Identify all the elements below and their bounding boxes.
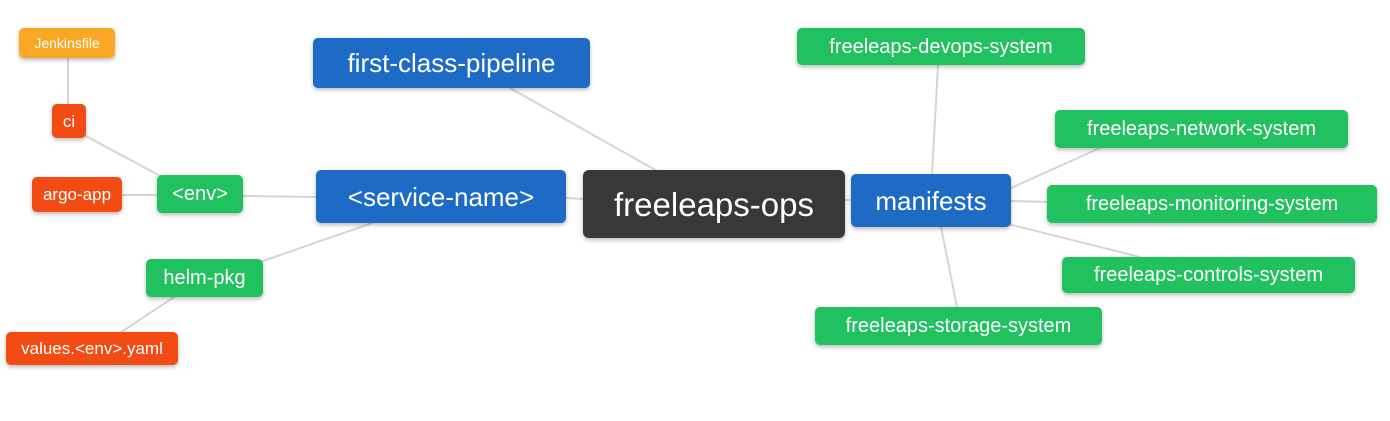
- node-ci[interactable]: ci: [52, 104, 86, 138]
- edge-manifests-to-freeleaps-monitoring-system: [1010, 200, 1049, 203]
- node-jenkinsfile[interactable]: Jenkinsfile: [19, 28, 115, 58]
- node-values-env-yaml[interactable]: values.<env>.yaml: [6, 332, 178, 365]
- node-freeleaps-ops[interactable]: freeleaps-ops: [583, 170, 845, 238]
- node-freeleaps-network-system[interactable]: freeleaps-network-system: [1055, 110, 1348, 148]
- edge-service-name-to-freeleaps-ops: [565, 197, 585, 200]
- node-freeleaps-devops-system[interactable]: freeleaps-devops-system: [797, 28, 1085, 65]
- edge-manifests-to-freeleaps-storage-system: [940, 226, 958, 308]
- node-freeleaps-storage-system[interactable]: freeleaps-storage-system: [815, 307, 1102, 345]
- edge-manifests-to-freeleaps-network-system: [1010, 147, 1101, 189]
- node-freeleaps-monitoring-system[interactable]: freeleaps-monitoring-system: [1047, 185, 1377, 223]
- edge-env-to-service-name: [242, 195, 317, 198]
- node-manifests[interactable]: manifests: [851, 174, 1011, 227]
- edge-service-name-to-helm-pkg: [262, 222, 373, 262]
- node-first-class-pipeline[interactable]: first-class-pipeline: [313, 38, 590, 88]
- edge-helm-pkg-to-values-env-yaml: [119, 296, 175, 334]
- node-helm-pkg[interactable]: helm-pkg: [146, 259, 263, 297]
- node-env[interactable]: <env>: [157, 175, 243, 213]
- edge-manifests-to-freeleaps-devops-system: [931, 64, 939, 175]
- node-argo-app[interactable]: argo-app: [32, 177, 122, 212]
- edge-first-class-pipeline-to-freeleaps-ops: [509, 87, 658, 172]
- edge-manifests-to-freeleaps-controls-system: [1007, 223, 1141, 258]
- edge-ci-to-env: [83, 134, 163, 178]
- node-freeleaps-controls-system[interactable]: freeleaps-controls-system: [1062, 257, 1355, 293]
- node-service-name[interactable]: <service-name>: [316, 170, 566, 223]
